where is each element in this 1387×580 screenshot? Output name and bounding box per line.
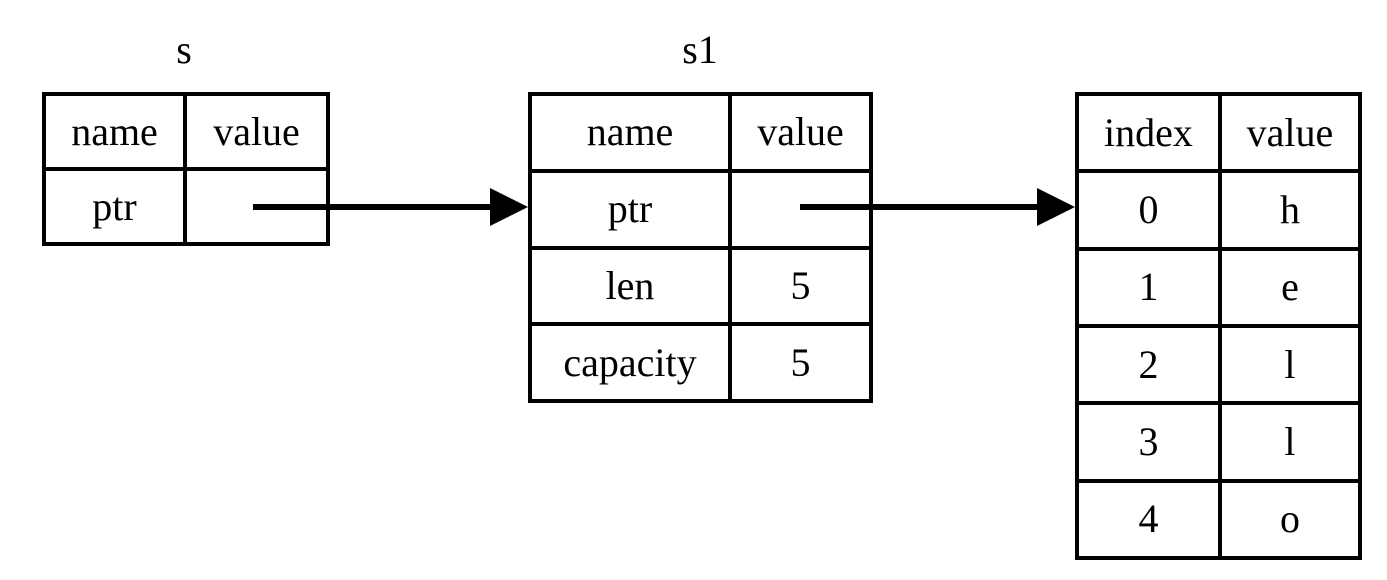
- table-row: 3 l: [1079, 405, 1358, 483]
- cell-s-ptr-name: ptr: [46, 171, 187, 242]
- cell-buffer-value-4: o: [1279, 496, 1300, 542]
- table-row: len 5: [532, 249, 869, 327]
- arrow-shaft: [253, 204, 494, 210]
- table-row: name value: [46, 96, 326, 171]
- arrow-head-icon: [490, 188, 528, 226]
- arrow-shaft: [800, 204, 1041, 210]
- table-row: 4 o: [1079, 482, 1358, 556]
- cell-buffer-value-1: e: [1281, 264, 1299, 310]
- caption-s: s: [176, 27, 192, 72]
- cell-buffer-index-0: 0: [1079, 173, 1222, 247]
- cell-buffer-value-2: l: [1284, 341, 1296, 387]
- header-cell-value: value: [757, 109, 844, 155]
- table-row: 1 e: [1079, 250, 1358, 328]
- table-row: capacity 5: [532, 326, 869, 399]
- cell-s1-capacity-value: 5: [790, 339, 811, 385]
- arrow-head-icon: [1037, 188, 1075, 226]
- table-buffer: index value 0 h 1 e 2 l 3 l 4 o: [1075, 92, 1362, 560]
- cell-buffer-index-4: 4: [1079, 482, 1222, 556]
- table-row: ptr: [46, 171, 326, 242]
- header-cell-index: index: [1079, 96, 1222, 170]
- header-cell-value: value: [1246, 109, 1334, 155]
- table-row: name value: [532, 96, 869, 173]
- table-s1: name value ptr len 5 capacity 5: [528, 92, 873, 403]
- cell-buffer-index-2: 2: [1079, 327, 1222, 402]
- cell-s1-len-value: 5: [790, 262, 811, 308]
- cell-s1-capacity-name: capacity: [532, 326, 732, 399]
- cell-buffer-value-0: h: [1279, 186, 1300, 232]
- cell-s1-ptr-name: ptr: [532, 172, 732, 246]
- table-s: name value ptr: [42, 92, 330, 246]
- table-row: ptr: [532, 172, 869, 250]
- cell-buffer-index-3: 3: [1079, 405, 1222, 479]
- cell-buffer-index-1: 1: [1079, 250, 1222, 324]
- table-row: 0 h: [1079, 173, 1358, 251]
- header-cell-name: name: [46, 96, 187, 167]
- cell-buffer-value-3: l: [1284, 418, 1296, 464]
- table-row: index value: [1079, 96, 1358, 174]
- table-row: 2 l: [1079, 327, 1358, 406]
- caption-s1: s1: [682, 27, 718, 72]
- header-cell-value: value: [213, 108, 300, 154]
- cell-s1-len-name: len: [532, 249, 732, 323]
- header-cell-name: name: [532, 96, 732, 169]
